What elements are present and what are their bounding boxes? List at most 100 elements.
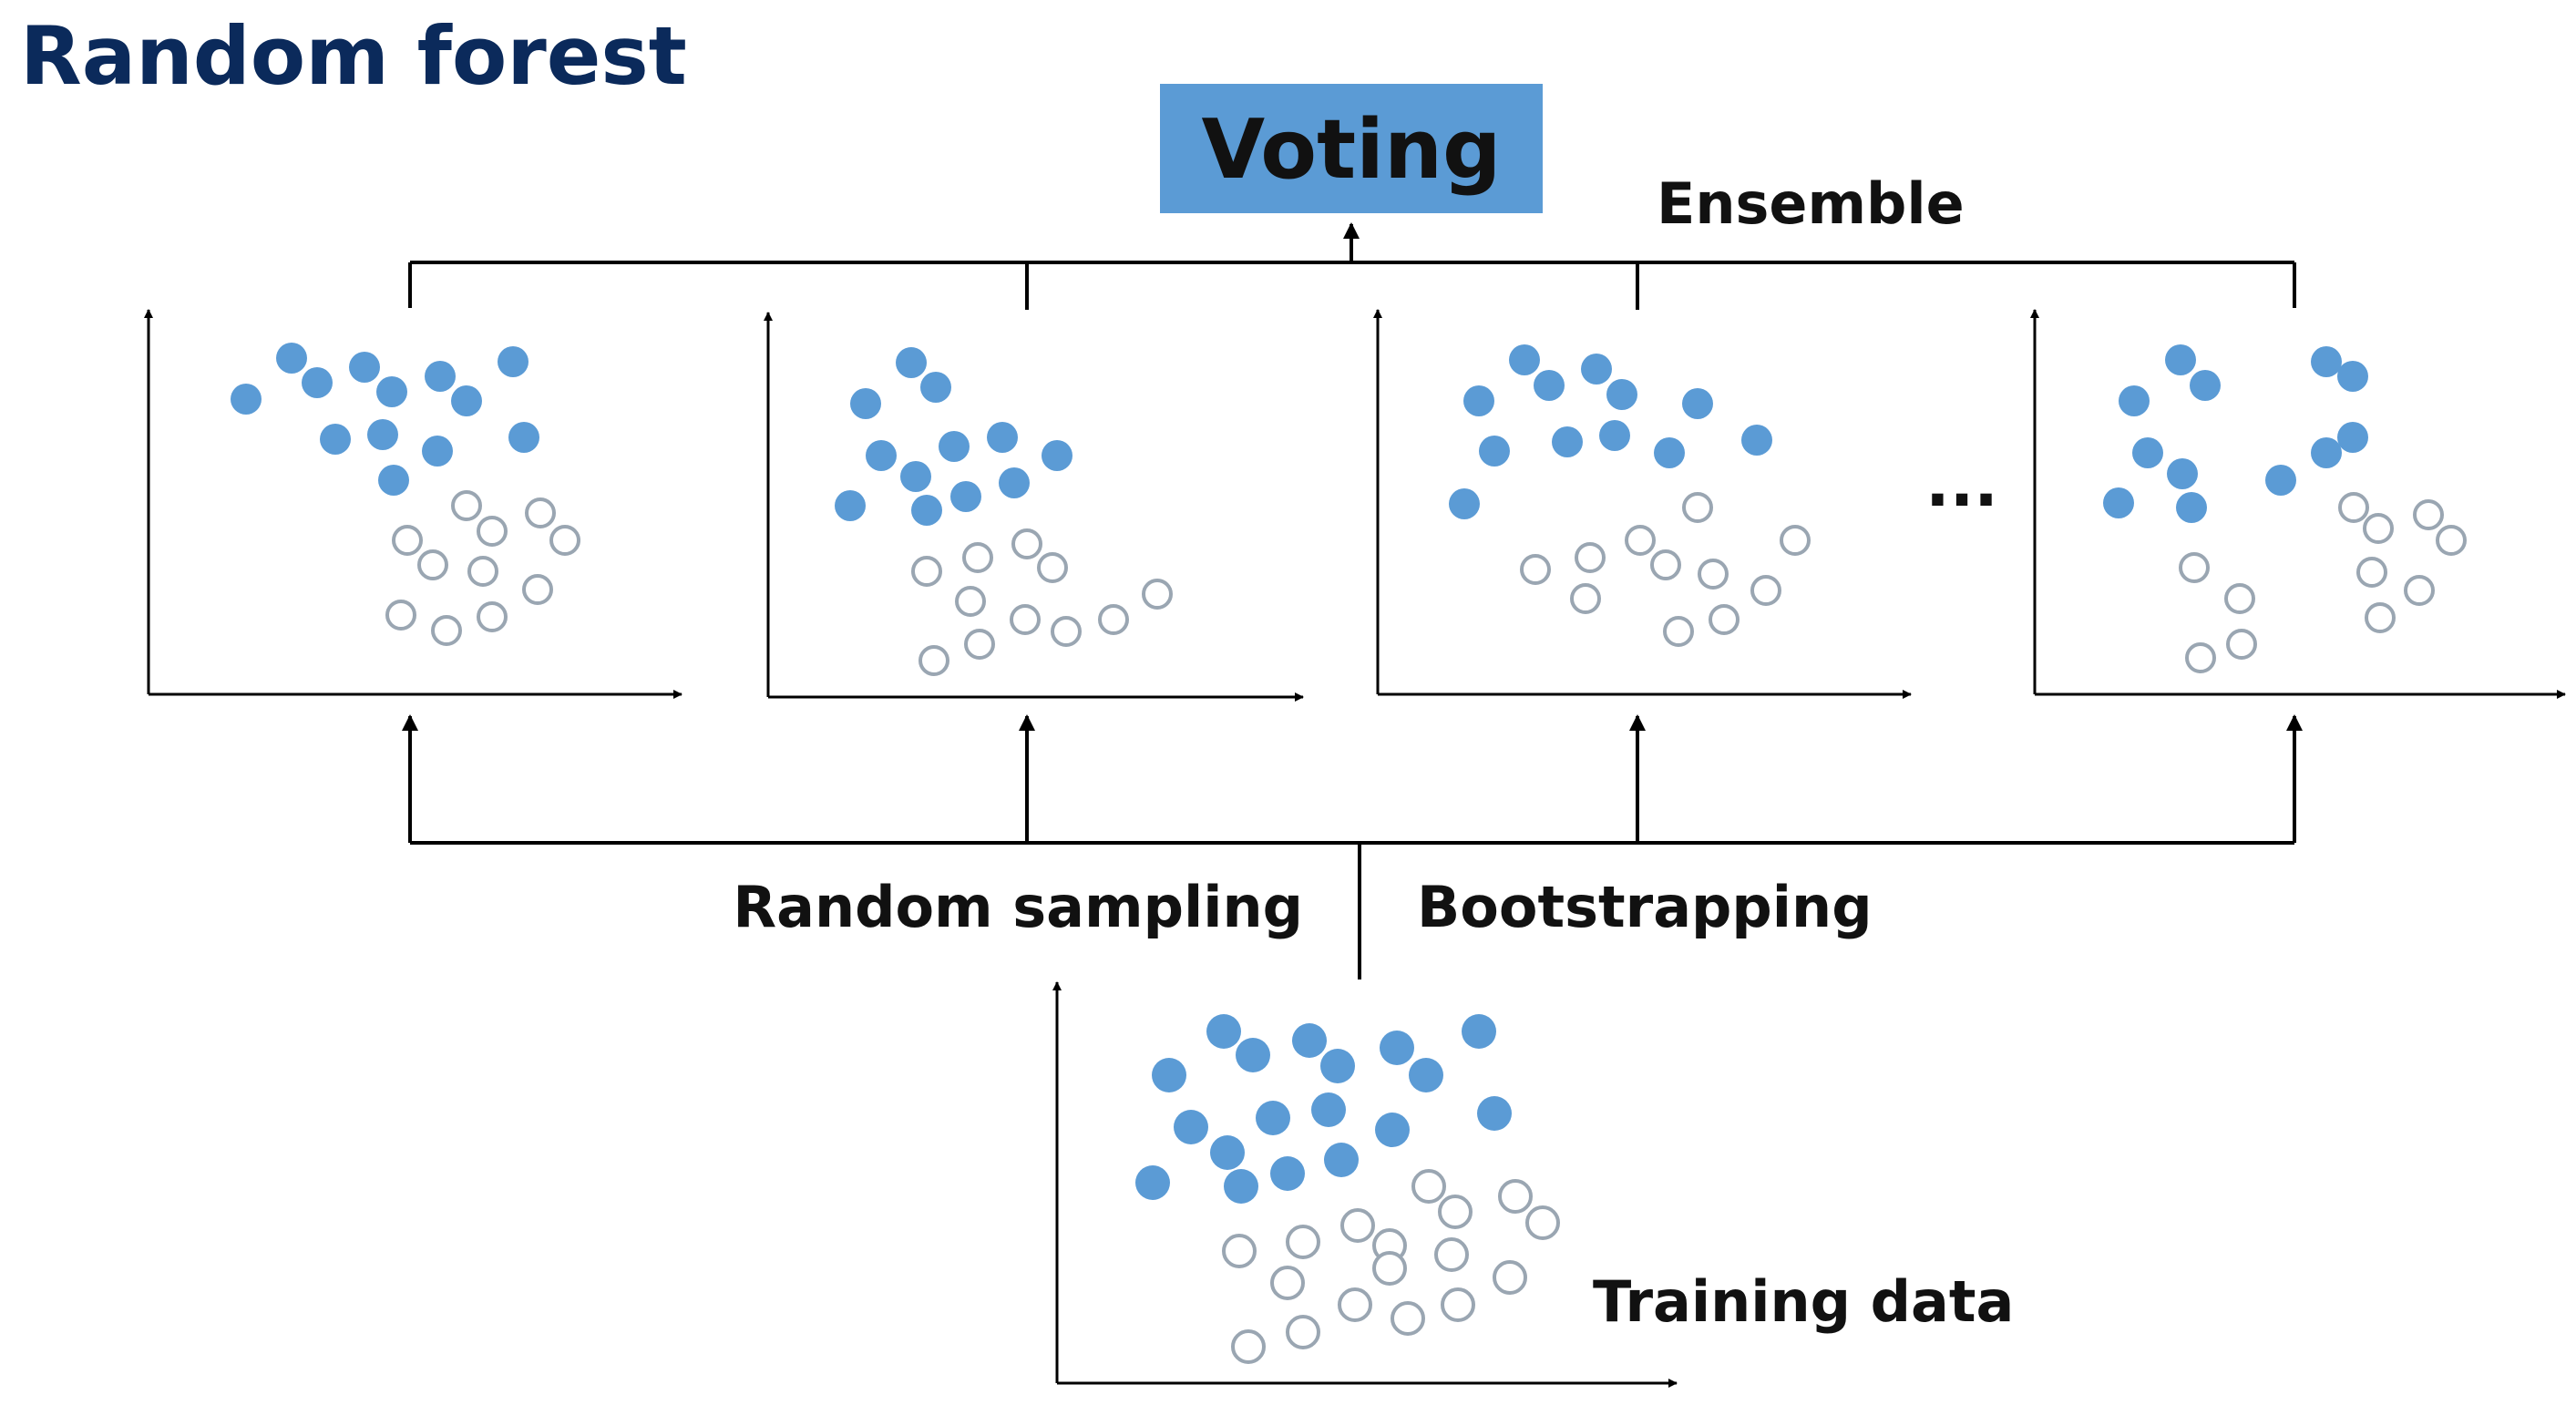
filled-point xyxy=(1270,1156,1305,1191)
hollow-point xyxy=(1010,604,1041,635)
filled-point xyxy=(2103,487,2134,518)
hollow-point xyxy=(525,497,556,528)
filled-point xyxy=(1509,344,1540,375)
filled-point xyxy=(2132,437,2163,468)
filled-point xyxy=(302,367,333,398)
filled-point xyxy=(231,384,262,415)
hollow-point xyxy=(451,490,482,521)
hollow-point xyxy=(1682,492,1713,523)
filled-point xyxy=(987,422,1018,453)
training-data-label: Training data xyxy=(1593,1268,2014,1335)
filled-point xyxy=(1463,385,1494,416)
hollow-point xyxy=(2185,642,2216,673)
filled-point xyxy=(2167,458,2198,489)
hollow-point xyxy=(1231,1329,1266,1364)
voting-box xyxy=(1160,84,1543,213)
bootstrapping-label: Bootstrapping xyxy=(1417,874,1873,940)
hollow-point xyxy=(1222,1234,1257,1268)
hollow-point xyxy=(964,629,995,660)
hollow-point xyxy=(1098,604,1129,635)
hollow-point xyxy=(431,615,462,646)
hollow-point xyxy=(1286,1225,1320,1259)
filled-point xyxy=(378,465,409,496)
voting-label: Voting xyxy=(1202,102,1502,198)
hollow-point xyxy=(477,601,508,632)
filled-point xyxy=(2176,492,2207,523)
hollow-point xyxy=(2413,499,2444,530)
filled-point xyxy=(2337,361,2368,392)
hollow-point xyxy=(1663,616,1694,647)
hollow-point xyxy=(2338,492,2369,523)
hollow-point xyxy=(919,645,949,676)
hollow-point xyxy=(549,525,580,556)
hollow-point xyxy=(2404,575,2435,606)
random-sampling-label: Random sampling xyxy=(733,874,1303,940)
training-data-points xyxy=(1135,1014,1560,1364)
hollow-point xyxy=(392,525,423,556)
filled-point xyxy=(1654,437,1685,468)
filled-point xyxy=(1042,440,1072,471)
filled-point xyxy=(1606,379,1637,410)
filled-point xyxy=(1599,420,1630,451)
hollow-point xyxy=(1411,1169,1446,1204)
hollow-point xyxy=(955,586,986,617)
filled-point xyxy=(1380,1031,1414,1065)
hollow-point xyxy=(2226,629,2257,660)
filled-point xyxy=(1210,1135,1245,1170)
hollow-point xyxy=(1709,604,1740,635)
hollow-point xyxy=(1493,1260,1527,1295)
hollow-point xyxy=(385,600,416,631)
filled-point xyxy=(1206,1014,1241,1049)
filled-point xyxy=(1449,488,1480,519)
hollow-point xyxy=(2179,552,2210,583)
filled-point xyxy=(1256,1101,1290,1135)
filled-point xyxy=(320,424,351,455)
training-data-plot xyxy=(1052,981,1678,1388)
tree-3-plot xyxy=(1373,309,1912,699)
hollow-point xyxy=(1520,554,1551,585)
filled-point xyxy=(999,467,1030,498)
filled-point xyxy=(1581,354,1612,385)
hollow-point xyxy=(2365,602,2396,633)
tree-1-plot xyxy=(144,309,682,699)
filled-point xyxy=(835,490,866,521)
hollow-point xyxy=(522,574,553,605)
hollow-point xyxy=(467,556,498,587)
tree-2-plot xyxy=(764,312,1304,702)
filled-point xyxy=(920,372,951,403)
filled-point xyxy=(498,346,529,377)
filled-point xyxy=(939,431,970,462)
hollow-point xyxy=(1698,559,1729,590)
filled-point xyxy=(1462,1014,1496,1049)
hollow-point xyxy=(2363,513,2394,544)
sampling-connector xyxy=(402,714,2303,979)
filled-point xyxy=(1324,1143,1359,1177)
ensemble-connector xyxy=(408,222,2296,310)
tree-1-points xyxy=(231,343,580,646)
hollow-point xyxy=(1286,1315,1320,1349)
filled-point xyxy=(1375,1113,1410,1147)
filled-point xyxy=(1152,1058,1186,1092)
filled-point xyxy=(367,419,398,450)
tree-3-points xyxy=(1449,344,1811,647)
filled-point xyxy=(422,436,453,467)
filled-point xyxy=(2311,437,2342,468)
filled-point xyxy=(1320,1049,1355,1083)
filled-point xyxy=(896,347,927,378)
hollow-point xyxy=(1142,579,1173,610)
tree-4-points xyxy=(2103,344,2467,673)
filled-point xyxy=(508,422,539,453)
hollow-point xyxy=(2356,557,2387,588)
hollow-point xyxy=(2436,525,2467,556)
hollow-point xyxy=(1338,1287,1372,1322)
tree-2-axes xyxy=(764,312,1304,702)
filled-point xyxy=(451,385,482,416)
filled-point xyxy=(1479,436,1510,467)
tree-1-axes xyxy=(144,309,682,699)
filled-point xyxy=(2311,346,2342,377)
filled-point xyxy=(1292,1023,1327,1058)
training-data-axes xyxy=(1052,981,1678,1388)
filled-point xyxy=(1409,1058,1443,1092)
filled-point xyxy=(276,343,307,374)
